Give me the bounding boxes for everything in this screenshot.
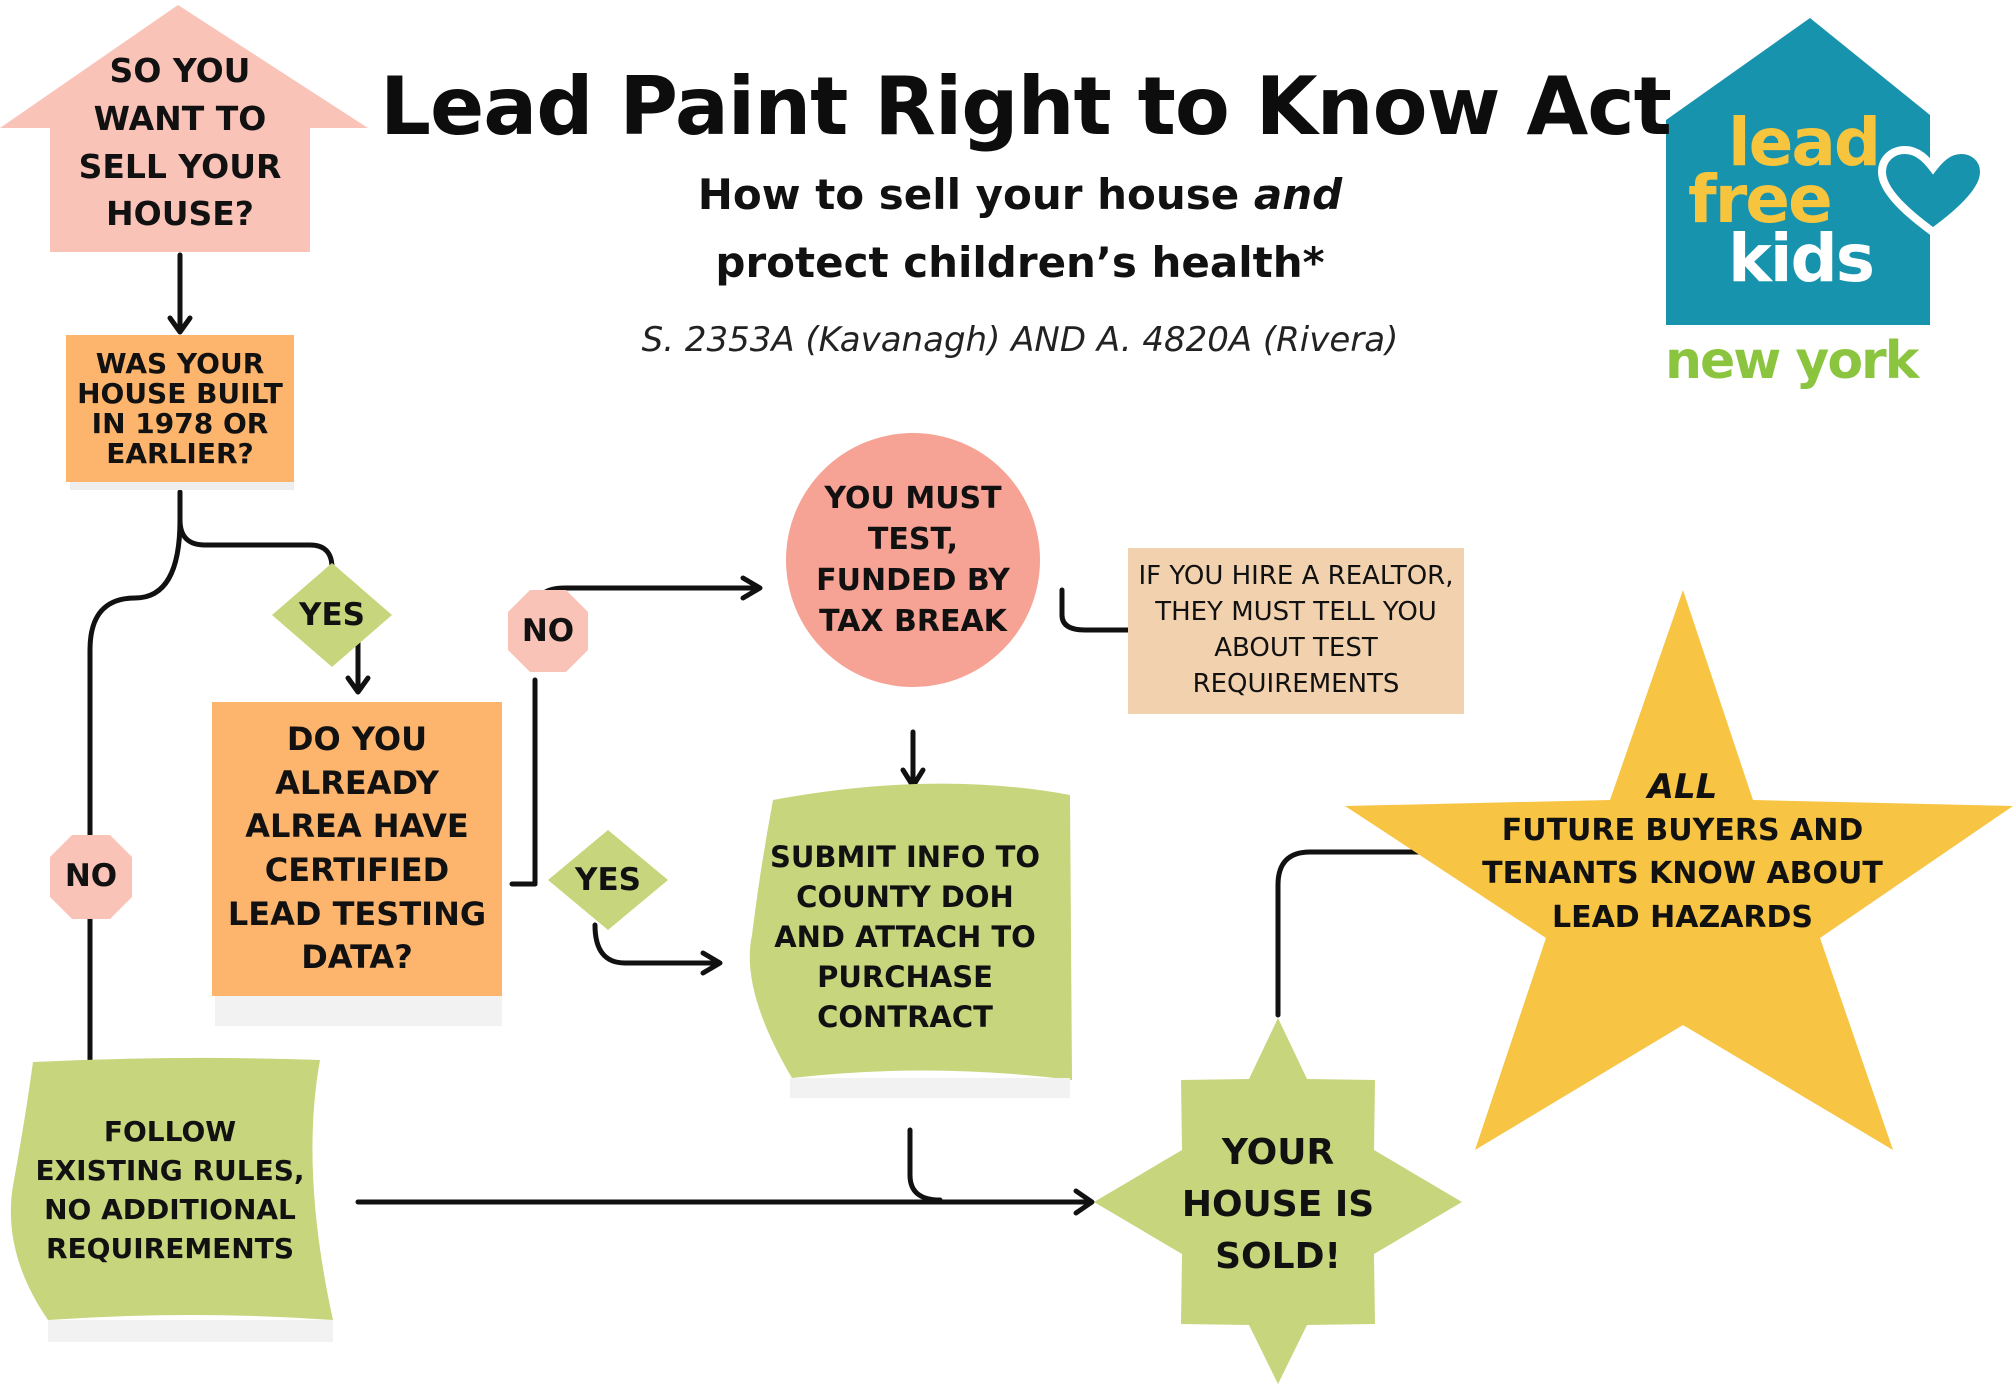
must-test-circle xyxy=(786,433,1040,687)
follow-shadow xyxy=(48,1320,333,1342)
line-no1-branch xyxy=(87,517,183,1063)
logo-word-new-york: new york xyxy=(1665,331,1919,391)
sold-label: YOUR HOUSE IS SOLD! xyxy=(1181,1132,1375,1277)
subtitle-line-1: How to sell your house and xyxy=(520,170,1520,219)
logo-word-kids: kids xyxy=(1728,220,1875,297)
subtitle-emphasis: and xyxy=(1253,170,1343,219)
no2-label: NO xyxy=(521,612,575,649)
star-all-label: ALL xyxy=(1647,766,1718,807)
submit-wavy-shape xyxy=(749,783,1072,1080)
line-built-split xyxy=(177,489,335,571)
no2-octagon xyxy=(508,590,588,672)
yes2-label: YES xyxy=(575,861,641,898)
star-label: FUTURE BUYERS AND TENANTS KNOW ABOUT LEA… xyxy=(1482,812,1883,935)
no1-label: NO xyxy=(64,857,118,894)
no1-octagon xyxy=(50,835,132,919)
already-label: DO YOU ALREADY ALREA HAVE CERTIFIED LEAD… xyxy=(227,720,487,977)
subtitle-line-2: protect children’s health* xyxy=(715,238,1325,287)
follow-label: FOLLOW EXISTING RULES, NO ADDITIONAL REQ… xyxy=(35,1114,305,1266)
submit-shadow xyxy=(790,1078,1070,1098)
already-box-shadow xyxy=(215,996,502,1026)
start-house-shape xyxy=(0,5,368,252)
arrowhead-mustest xyxy=(740,575,763,601)
line-yes2-to-submit xyxy=(592,922,718,966)
must-test-label: YOU MUST TEST, FUNDED BY TAX BREAK xyxy=(816,480,1010,640)
line-sold-to-star xyxy=(1275,849,1471,1018)
built-label: WAS YOUR HOUSE BUILT IN 1978 OR EARLIER? xyxy=(77,346,283,471)
arrowhead-already xyxy=(345,675,371,695)
realtor-box xyxy=(1128,548,1464,714)
line-submit-to-sold xyxy=(907,1127,943,1203)
arrowhead-built xyxy=(167,315,193,335)
page-title: Lead Paint Right to Know Act xyxy=(380,60,1672,153)
arrowhead-submit xyxy=(700,950,723,976)
connectors xyxy=(87,252,1471,1205)
yes1-diamond xyxy=(272,563,392,667)
line-realtor-to-mustest xyxy=(1059,587,1131,633)
logo-word-lead: lead xyxy=(1728,104,1881,181)
logo-heart-icon xyxy=(1877,145,1989,237)
subtitle-line-1-text: How to sell your house xyxy=(697,170,1254,219)
follow-wavy-shape xyxy=(10,1057,333,1320)
built-box xyxy=(66,335,294,482)
sold-starburst xyxy=(1094,1018,1462,1384)
realtor-label: IF YOU HIRE A REALTOR, THEY MUST TELL YO… xyxy=(1138,561,1454,699)
already-box xyxy=(212,702,502,996)
bill-numbers: S. 2353A (Kavanagh) AND A. 4820A (Rivera… xyxy=(641,320,1399,360)
yes2-diamond xyxy=(548,830,668,930)
lead-free-kids-logo xyxy=(1666,18,1989,325)
built-box-shadow xyxy=(70,482,294,490)
arrowhead-sold xyxy=(1073,1188,1095,1216)
logo-house-body xyxy=(1666,18,1930,325)
yes1-label: YES xyxy=(299,596,365,633)
gold-star xyxy=(1345,590,2013,1150)
logo-word-free: free xyxy=(1688,161,1833,238)
start-label: SO YOU WANT TO SELL YOUR HOUSE? xyxy=(78,50,282,234)
submit-label: SUBMIT INFO TO COUNTY DOH AND ATTACH TO … xyxy=(769,839,1041,1035)
